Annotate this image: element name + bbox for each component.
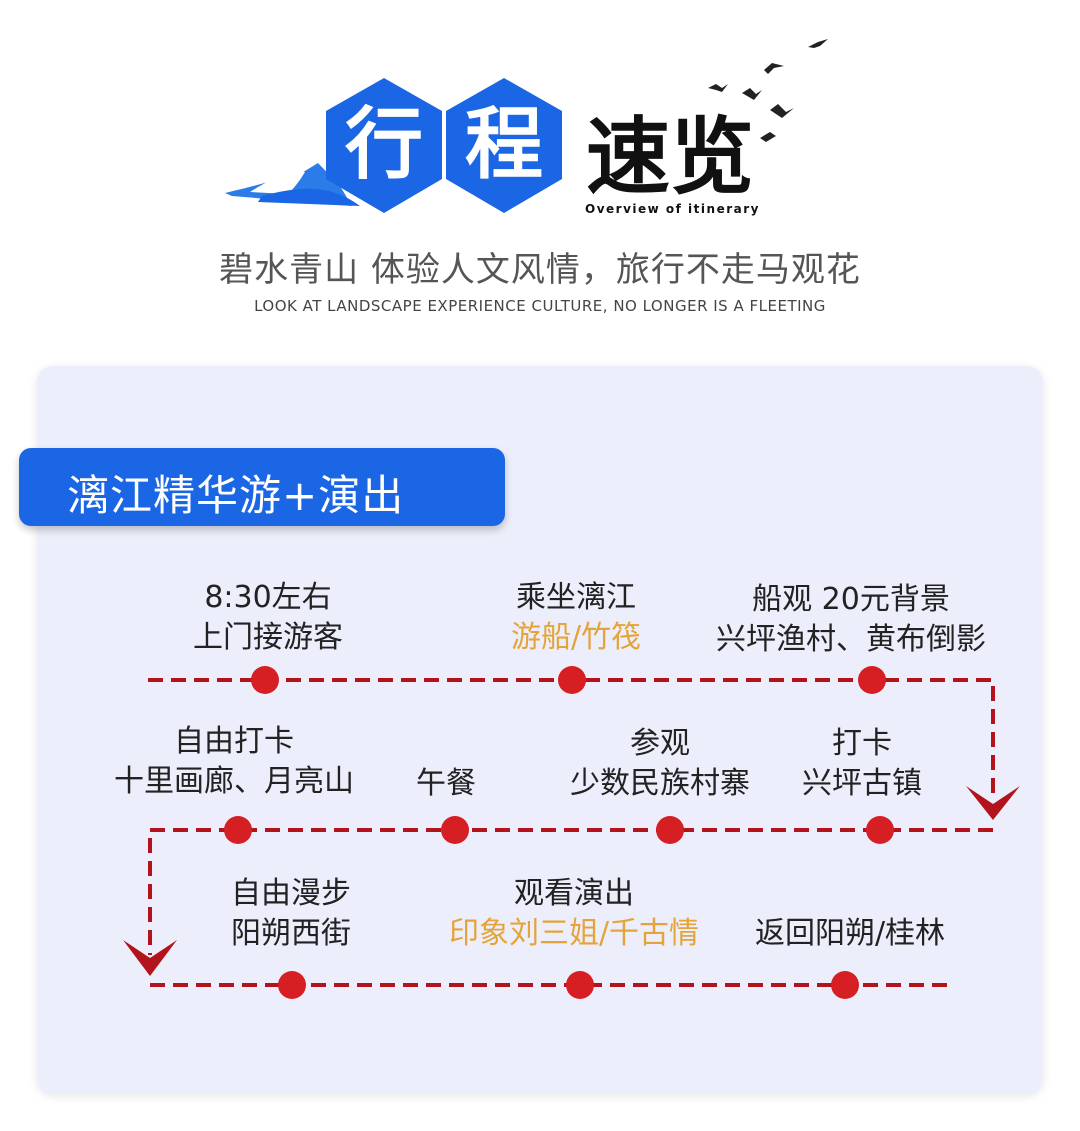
stop-dot xyxy=(224,816,252,844)
hexagon-badge-2 xyxy=(446,78,562,213)
stop-label-show: 观看演出 印象刘三姐/千古情 xyxy=(448,876,700,951)
flying-birds-icon xyxy=(708,39,828,142)
stop-dot xyxy=(278,971,306,999)
stop-label-west-street: 自由漫步 阳朔西街 xyxy=(231,876,351,951)
route-arrow-down-icon xyxy=(966,786,1020,820)
stop-label-ten-mile-gallery: 自由打卡 十里画廊、月亮山 xyxy=(114,724,354,799)
stop-dot xyxy=(858,666,886,694)
title-rest: 速览 xyxy=(586,108,754,206)
stop-dot xyxy=(656,816,684,844)
hexagon-char-1: 行 xyxy=(345,100,423,190)
stop-dot xyxy=(566,971,594,999)
stop-label-lunch: 午餐 xyxy=(416,766,476,801)
stop-label-river-cruise: 乘坐漓江 游船/竹筏 xyxy=(510,580,642,655)
subtitle: 碧水青山 体验人文风情，旅行不走马观花 xyxy=(219,250,861,290)
stop-dot xyxy=(251,666,279,694)
stop-dot xyxy=(831,971,859,999)
stop-dot xyxy=(558,666,586,694)
english-tagline: Overview of itinerary xyxy=(585,202,760,216)
subtitle-english: LOOK AT LANDSCAPE EXPERIENCE CULTURE, NO… xyxy=(254,297,826,315)
tour-title-banner: 漓江精华游+演出 xyxy=(19,448,505,526)
route-line-row-1 xyxy=(148,678,995,800)
route-line-row-2 xyxy=(148,828,993,955)
tour-title: 漓江精华游+演出 xyxy=(67,471,405,520)
stop-dot xyxy=(866,816,894,844)
stop-dot xyxy=(441,816,469,844)
hexagon-badge-1 xyxy=(326,78,442,213)
stop-label-pickup: 8:30左右 上门接游客 xyxy=(193,580,343,655)
route-arrow-down-icon xyxy=(123,940,177,976)
stop-label-xingping-town: 打卡 兴坪古镇 xyxy=(802,726,922,801)
stop-label-minority-village: 参观 少数民族村寨 xyxy=(570,726,750,801)
stop-label-xingping-village: 船观 20元背景 兴坪渔村、黄布倒影 xyxy=(716,582,986,657)
mountain-wave-icon xyxy=(225,163,360,206)
hexagon-char-2: 程 xyxy=(465,100,543,190)
header-logo: 行 程 速览 xyxy=(225,39,828,213)
stop-label-return: 返回阳朔/桂林 xyxy=(754,916,946,951)
